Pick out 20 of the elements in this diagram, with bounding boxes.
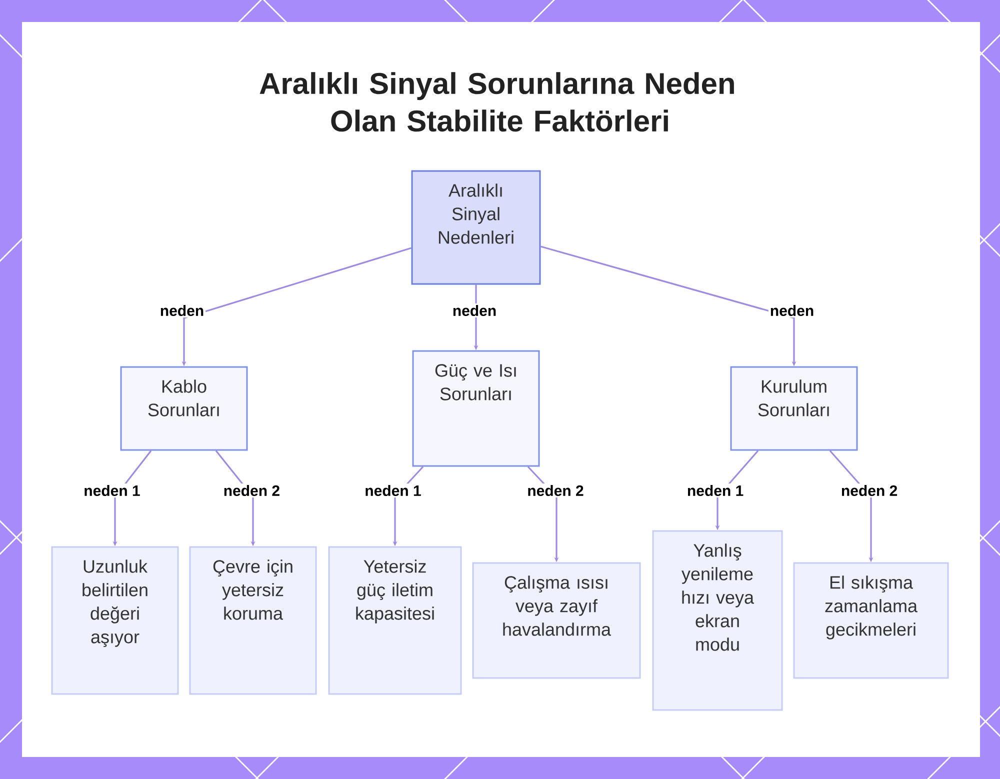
edge-label: neden 2 [526, 484, 586, 498]
leaf-box: Yetersiz güç iletim kapasitesi [328, 546, 462, 695]
edge-label: neden 2 [839, 484, 900, 498]
edge-label: neden [768, 304, 816, 318]
leaf-box: Çalışma ısısı veya zayıf havalandırma [472, 562, 641, 679]
branch-box: Güç ve Isı Sorunları [412, 350, 540, 467]
leaf-box: El sıkışma zamanlama gecikmeleri [793, 562, 949, 679]
edge-label: neden 1 [82, 484, 142, 498]
branch-box: Kurulum Sorunları [730, 366, 858, 451]
leaf-box: Çevre için yetersiz koruma [189, 546, 317, 695]
branch-box: Kablo Sorunları [120, 366, 248, 451]
root-box: Aralıklı Sinyal Nedenleri [411, 170, 541, 285]
edge-label: neden 1 [685, 484, 746, 498]
title: Aralıklı Sinyal Sorunlarına Neden Olan Stabilite Faktörleri [260, 72, 734, 132]
leaf-box: Yanlış yenileme hızı veya ekran modu [652, 530, 783, 711]
edge-label: neden [158, 304, 206, 318]
edge-label: neden 1 [363, 484, 423, 498]
edge-label: neden 2 [222, 484, 282, 498]
leaf-box: Uzunluk belirtilen değeri aşıyor [51, 546, 179, 695]
edge-label: neden [450, 304, 498, 318]
